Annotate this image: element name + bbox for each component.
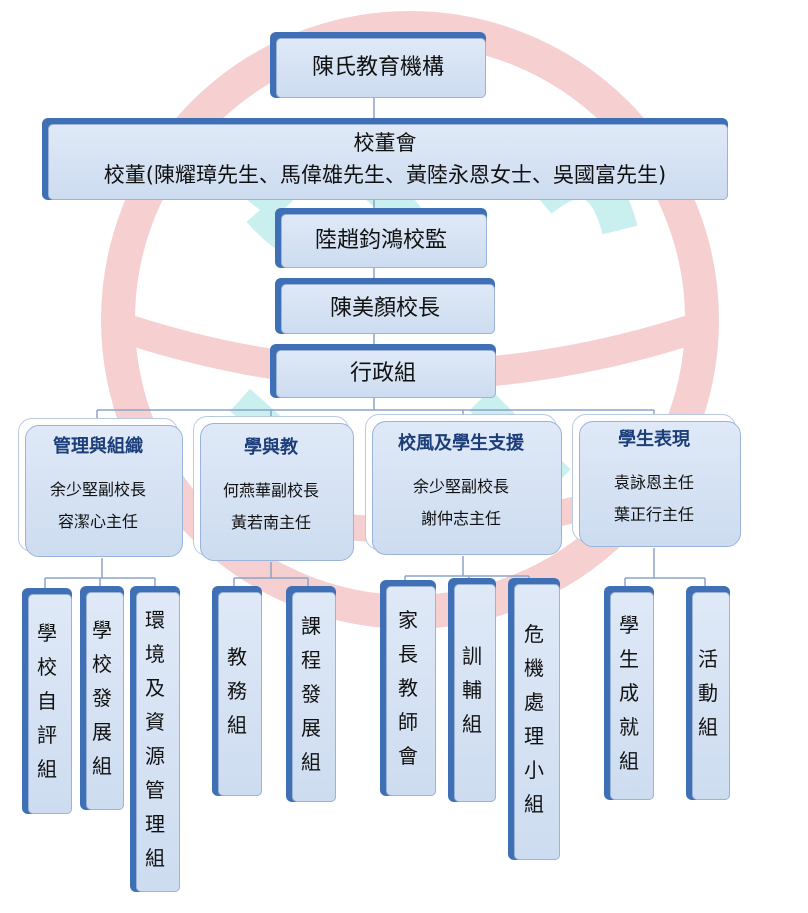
group-box: 學校發展組	[80, 586, 124, 810]
department-title: 管理與組織	[53, 436, 143, 457]
group-box: 活動組	[686, 586, 730, 800]
principal-box: 陳美顏校長	[275, 278, 495, 334]
department-person: 袁詠恩主任	[613, 473, 694, 492]
department-person: 何燕華副校長	[222, 481, 319, 500]
group-name: 活動組	[698, 647, 718, 739]
group-name: 學生成就組	[619, 613, 639, 773]
department-box-management: 管理與組織 余少堅副校長 容潔心主任	[18, 418, 183, 557]
group-name: 學校發展組	[92, 618, 112, 778]
group-box: 訓輔組	[448, 578, 496, 802]
department-person: 黃若南主任	[230, 513, 311, 532]
principal-name: 陳美顏校長	[329, 296, 440, 321]
group-name: 危機處理小組	[524, 622, 544, 816]
department-person: 葉正行主任	[613, 505, 694, 524]
group-name: 課程發展組	[301, 614, 321, 774]
department-person: 謝仲志主任	[420, 509, 501, 528]
admin-name: 行政組	[349, 361, 416, 386]
department-box-performance: 學生表現 袁詠恩主任 葉正行主任	[572, 414, 741, 547]
board-title: 校董會	[353, 131, 417, 155]
group-box: 家長教師會	[380, 580, 436, 796]
group-name: 教務組	[227, 645, 247, 737]
department-title: 學生表現	[618, 429, 690, 450]
supervisor-name: 陸趙鈞鴻校監	[314, 228, 447, 253]
group-box: 學生成就組	[604, 586, 654, 800]
department-box-discipline: 校風及學生支援 余少堅副校長 謝仲志主任	[365, 414, 562, 555]
supervisor-box: 陸趙鈞鴻校監	[275, 208, 487, 268]
department-title: 校風及學生支援	[398, 433, 524, 454]
group-name: 環境及資源管理組	[145, 608, 165, 870]
admin-box: 行政組	[270, 344, 496, 398]
group-name: 學校自評組	[37, 621, 57, 781]
department-box-learning: 學與教 何燕華副校長 黃若南主任	[193, 416, 354, 561]
department-person: 余少堅副校長	[412, 477, 509, 496]
board-members: 校董(陳耀璋先生、馬偉雄先生、黃陸永恩女士、吳國富先生)	[103, 163, 667, 187]
group-box: 環境及資源管理組	[130, 586, 180, 892]
board-box: 校董會 校董(陳耀璋先生、馬偉雄先生、黃陸永恩女士、吳國富先生)	[42, 118, 728, 200]
group-box: 課程發展組	[286, 586, 336, 802]
department-title: 學與教	[244, 437, 298, 458]
department-person: 容潔心主任	[57, 512, 138, 531]
group-name: 家長教師會	[398, 608, 418, 768]
department-person: 余少堅副校長	[49, 480, 146, 499]
organization-box: 陳氏教育機構	[270, 32, 486, 98]
group-box: 學校自評組	[22, 588, 72, 814]
group-name: 訓輔組	[462, 644, 482, 736]
group-box: 教務組	[212, 586, 262, 796]
organization-name: 陳氏教育機構	[311, 55, 444, 80]
group-box: 危機處理小組	[508, 578, 560, 860]
